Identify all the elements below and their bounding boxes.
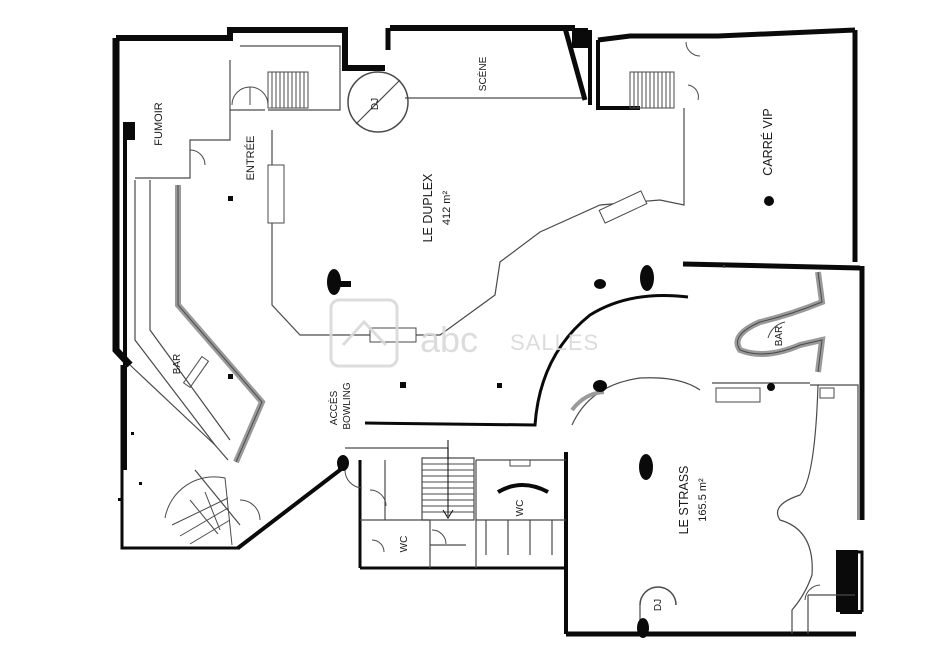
label-entree: ENTRÉE [244, 136, 257, 181]
watermark-abc: abc [420, 319, 478, 360]
label-duplex-area: 412 m² [441, 191, 453, 226]
furniture [267, 164, 835, 467]
label-scene: SCÈNE [476, 56, 489, 91]
stairs-top-left [267, 71, 309, 109]
stairs-spiral [164, 476, 233, 546]
label-strass-area: 165.5 m² [697, 478, 709, 522]
curved-walls [347, 71, 819, 634]
bar-counter-left [175, 185, 266, 464]
outer-walls [112, 25, 865, 637]
columns [118, 196, 775, 638]
label-acces: ACCÈS [327, 390, 340, 425]
label-carre-vip: CARRÉ VIP [760, 108, 775, 175]
doors [189, 41, 821, 601]
label-wc-center: WC [515, 500, 526, 517]
watermark-salles: SALLES [510, 330, 599, 355]
stairs-access-bowling [422, 440, 474, 519]
label-wc-left: WC [399, 536, 410, 553]
watermark: abc SALLES [329, 298, 599, 368]
label-bowling: BOWLING [342, 382, 353, 429]
label-fumoir: FUMOIR [153, 102, 165, 145]
bar-counter-right [734, 271, 826, 373]
label-bar-right: BAR [774, 326, 785, 347]
label-dj-top: DJ [370, 98, 381, 110]
room-labels: FUMOIR ENTRÉE DJ SCÈNE LE DUPLEX 412 m² … [153, 56, 785, 611]
label-le-strass: LE STRASS [677, 466, 691, 535]
label-le-duplex: LE DUPLEX [421, 173, 435, 242]
stairs-top-right [629, 71, 675, 109]
label-bar-left: BAR [172, 354, 183, 375]
label-dj-bottom: DJ [653, 599, 664, 611]
